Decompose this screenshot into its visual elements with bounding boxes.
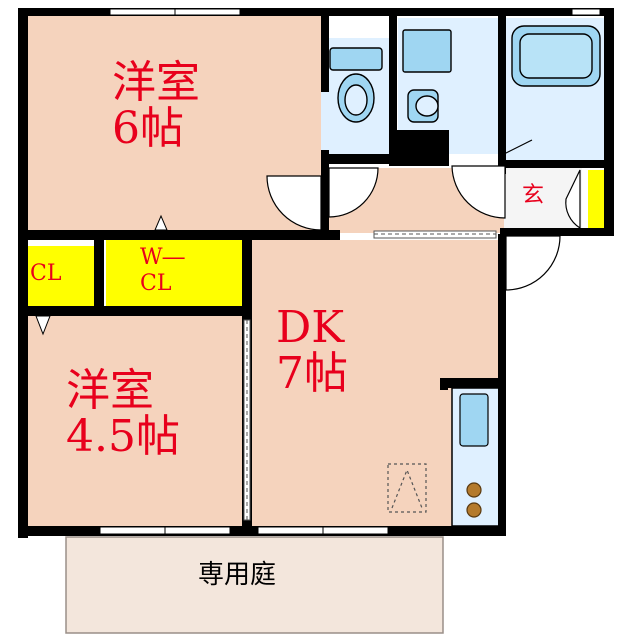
washbasin-icon bbox=[402, 29, 452, 123]
room-dk-size: 7帖 bbox=[276, 348, 348, 400]
entrance-label: 玄 bbox=[522, 183, 545, 208]
bathroom-door-line bbox=[503, 139, 533, 155]
closet-label: CL bbox=[30, 261, 62, 286]
walk-in-closet-line2: CL bbox=[140, 271, 172, 297]
room-western-6-name: 洋室 bbox=[112, 57, 200, 108]
bathtub-icon bbox=[511, 25, 601, 87]
room-dk-name: DK bbox=[276, 302, 345, 353]
kitchen-sink-icon bbox=[459, 393, 489, 447]
walk-in-closet-line1: W― bbox=[140, 245, 185, 270]
garden-label: 専用庭 bbox=[198, 560, 277, 590]
door-swings bbox=[266, 165, 581, 291]
refrigerator-space-icon bbox=[387, 463, 427, 513]
private-garden bbox=[65, 536, 444, 634]
toilet-icon bbox=[329, 47, 383, 123]
windows bbox=[99, 8, 601, 535]
room-western-6-size: 6帖 bbox=[112, 103, 184, 155]
door-markers bbox=[35, 214, 168, 336]
closet-cl bbox=[28, 246, 94, 306]
walk-in-closet bbox=[106, 240, 242, 306]
stove-burner-icon bbox=[466, 482, 482, 518]
room-western-45-floor bbox=[28, 314, 244, 526]
sliding-doors bbox=[243, 230, 497, 521]
room-western-45-size: 4.5帖 bbox=[66, 411, 180, 463]
room-western-45-name: 洋室 bbox=[66, 365, 154, 416]
walk-in-closet-label: W―CL bbox=[140, 245, 185, 298]
